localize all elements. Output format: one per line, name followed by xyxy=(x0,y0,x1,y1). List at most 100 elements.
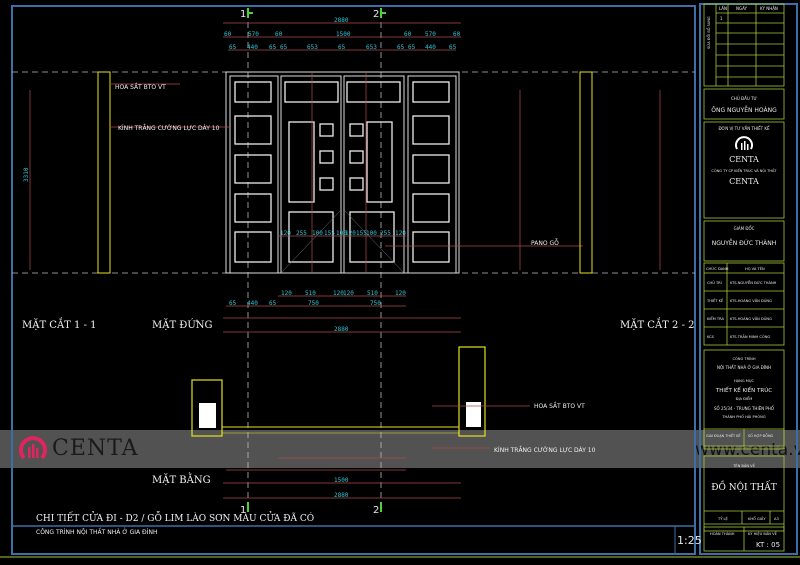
view-label-elevation: MẶT ĐỨNG xyxy=(152,319,213,331)
svg-text:KÝ NHẬN: KÝ NHẬN xyxy=(760,6,778,11)
top-dimensions xyxy=(223,22,461,51)
centa-watermark-logo-icon xyxy=(19,436,47,460)
svg-text:440: 440 xyxy=(425,44,436,51)
project-label: CÔNG TRÌNH xyxy=(732,356,755,361)
note-glass: KÍNH TRẮNG CƯỜNG LỰC DÀY 10 xyxy=(118,124,220,132)
svg-text:65: 65 xyxy=(229,300,237,307)
axis-marker-2: 2 2 xyxy=(373,8,386,516)
svg-text:KTS.TRẦN MINH CÔNG: KTS.TRẦN MINH CÔNG xyxy=(730,334,770,339)
paper-label: KHỔ GIẤY xyxy=(748,516,766,521)
scale-label: TỶ LỆ xyxy=(717,516,729,521)
svg-text:65: 65 xyxy=(280,44,288,51)
svg-text:65: 65 xyxy=(408,44,416,51)
svg-text:1500: 1500 xyxy=(336,31,351,38)
owner-label: CHỦ ĐẦU TƯ xyxy=(731,96,757,101)
watermark-brand: CENTA xyxy=(52,436,139,461)
door-inner-dims xyxy=(278,72,583,273)
item-name: THIẾT KẾ KIẾN TRÚC xyxy=(715,386,772,394)
svg-text:440: 440 xyxy=(247,300,258,307)
view-label-plan: MẶT BẰNG xyxy=(152,473,211,486)
paper-size: A3 xyxy=(774,517,779,521)
svg-text:65: 65 xyxy=(269,300,277,307)
bottom-dimensions xyxy=(223,295,461,333)
svg-text:60: 60 xyxy=(453,31,461,38)
project-name: NỘI THẤT NHÀ Ở GIA ĐÌNH xyxy=(717,365,771,370)
svg-text:510: 510 xyxy=(305,290,316,297)
svg-text:155: 155 xyxy=(356,230,367,237)
svg-text:510: 510 xyxy=(367,290,378,297)
sheet-label: TÊN BẢN VẼ xyxy=(732,463,756,468)
svg-text:120: 120 xyxy=(333,290,344,297)
svg-text:KTS.NGUYỄN ĐỨC THÀNH: KTS.NGUYỄN ĐỨC THÀNH xyxy=(730,280,777,285)
watermark-url: www.centa.vn xyxy=(695,440,800,460)
svg-text:65: 65 xyxy=(397,44,405,51)
svg-text:CHỦ TRÌ: CHỦ TRÌ xyxy=(707,280,722,285)
section-2-2 xyxy=(519,71,661,274)
brand-name-2: CENTA xyxy=(729,177,759,186)
view-label-section1: MẶT CẮT 1 - 1 xyxy=(22,318,97,331)
title-block-frame xyxy=(699,3,798,555)
svg-text:KCS: KCS xyxy=(707,335,715,339)
svg-text:120: 120 xyxy=(281,290,292,297)
svg-text:NGÀY: NGÀY xyxy=(736,6,748,11)
note-iron-pattern: HOA SẮT BTO VT xyxy=(115,83,166,91)
centa-logo-icon xyxy=(735,136,753,150)
svg-text:KTS.HOÀNG VĂN DŨNG: KTS.HOÀNG VĂN DŨNG xyxy=(730,298,772,303)
svg-text:750: 750 xyxy=(308,300,319,307)
owner-name: ÔNG NGUYỄN HOÀNG xyxy=(711,106,777,114)
item-label: HẠNG MỤC xyxy=(734,379,755,383)
director-label: GIÁM ĐỐC xyxy=(734,226,755,231)
svg-text:120: 120 xyxy=(280,230,291,237)
dim-overall-top: 2880 xyxy=(334,17,349,24)
svg-text:65: 65 xyxy=(229,44,237,51)
location-line1: SỐ 25/34 - TRUNG THIÊN PHỐ xyxy=(714,406,774,411)
svg-text:60: 60 xyxy=(404,31,412,38)
drawing-subtitle: CÔNG TRÌNH NỘI THẤT NHÀ Ở GIA ĐÌNH xyxy=(36,528,157,536)
section-1-1: 3310 xyxy=(23,71,230,274)
svg-text:570: 570 xyxy=(425,31,436,38)
door-elevation xyxy=(225,71,460,274)
svg-text:65: 65 xyxy=(338,44,346,51)
svg-text:2: 2 xyxy=(373,9,379,20)
plan-view: 2880 1500 xyxy=(191,346,530,499)
svg-text:LẦN: LẦN xyxy=(719,6,727,11)
consultant-label: ĐƠN VỊ TƯ VẤN THIẾT KẾ xyxy=(718,125,770,131)
svg-text:KTS.HOÀNG VĂN DŨNG: KTS.HOÀNG VĂN DŨNG xyxy=(730,316,772,321)
svg-text:653: 653 xyxy=(307,44,318,51)
svg-text:65: 65 xyxy=(449,44,457,51)
svg-text:60: 60 xyxy=(275,31,283,38)
svg-text:120: 120 xyxy=(345,230,356,237)
svg-text:255: 255 xyxy=(296,230,307,237)
staff-table: CHỨC DANH HỌ VÀ TÊN CHỦ TRÌ KTS.NGUYỄN ĐỨ… xyxy=(706,266,777,339)
stage-label: GIAI ĐOẠN THIẾT KẾ xyxy=(706,432,741,438)
note-iron-pattern-plan: HOA SẮT BTO VT xyxy=(534,402,585,410)
svg-text:1500: 1500 xyxy=(334,477,349,484)
done-label: HOÀN THÀNH xyxy=(710,531,735,536)
svg-text:2880: 2880 xyxy=(334,492,349,499)
svg-text:1: 1 xyxy=(240,505,246,516)
contract-label: SỐ HỢP ĐỒNG xyxy=(748,433,773,438)
drawing-title: CHI TIẾT CỬA ĐI - D2 / GỖ LIM LÀO SƠN MÀ… xyxy=(36,511,314,524)
svg-text:750: 750 xyxy=(370,300,381,307)
svg-text:KIỂM TRA: KIỂM TRA xyxy=(707,316,724,321)
svg-text:100: 100 xyxy=(312,230,323,237)
svg-text:CHỨC DANH: CHỨC DANH xyxy=(706,266,729,271)
svg-text:100: 100 xyxy=(366,230,377,237)
svg-text:120: 120 xyxy=(343,290,354,297)
view-label-section2: MẶT CẮT 2 - 2 xyxy=(620,318,695,331)
svg-text:HỌ VÀ TÊN: HỌ VÀ TÊN xyxy=(745,266,765,271)
note-panel: PANO GỖ xyxy=(531,239,559,247)
svg-text:120: 120 xyxy=(395,290,406,297)
svg-text:570: 570 xyxy=(248,31,259,38)
note-glass-plan: KÍNH TRẮNG CƯỜNG LỰC DÀY 10 xyxy=(494,446,596,454)
sheet-frame xyxy=(11,5,696,555)
sheet-code: KT : 05 xyxy=(756,541,780,549)
svg-text:653: 653 xyxy=(366,44,377,51)
revision-table: LẦN NGÀY KÝ NHẬN 1 SỬA ĐỔI BỔ SUNG xyxy=(706,6,778,49)
